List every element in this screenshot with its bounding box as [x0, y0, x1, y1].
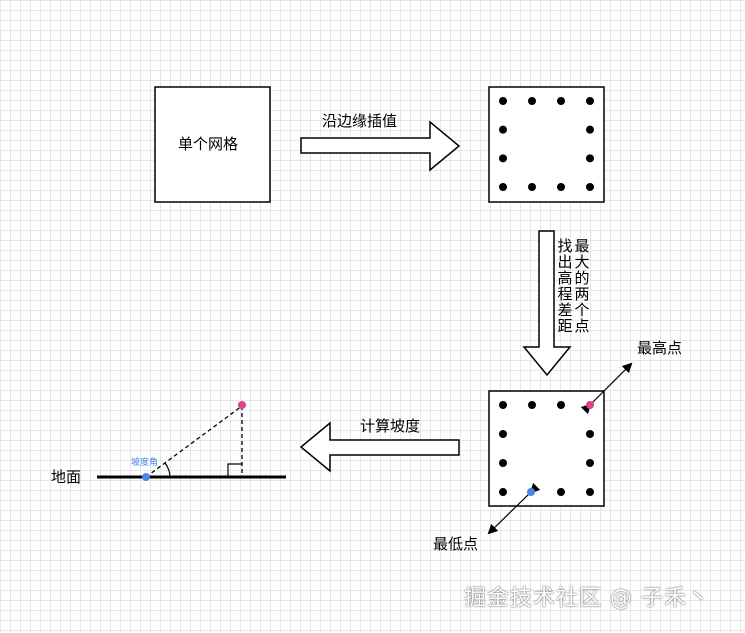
result-grid-box — [488, 390, 605, 507]
result-boundary-points — [499, 401, 594, 496]
single-grid-box — [154, 86, 271, 203]
boundary-point — [557, 488, 565, 496]
highest-point-dot — [586, 401, 594, 409]
compute-slope-arrow — [299, 421, 460, 473]
ground-low-point-dot — [142, 473, 150, 481]
boundary-point — [499, 488, 507, 496]
boundary-point — [499, 430, 507, 438]
slope-angle-label: 坡度角 — [131, 458, 159, 468]
boundary-point — [557, 97, 565, 105]
boundary-point — [586, 430, 594, 438]
find-points-label-col2: 最大的两个点 — [574, 237, 590, 335]
ground-label: 地面 — [51, 468, 82, 486]
boundary-point — [499, 125, 507, 134]
boundary-point — [499, 154, 507, 163]
boundary-point — [499, 459, 507, 467]
boundary-point — [528, 183, 536, 191]
highest-point-label: 最高点 — [637, 339, 683, 357]
single-grid-label: 单个网格 — [178, 135, 239, 153]
find-points-arrow — [522, 230, 572, 377]
boundary-point — [586, 125, 594, 134]
boundary-point — [499, 183, 507, 191]
interpolate-label: 沿边缘插值 — [322, 112, 398, 130]
boundary-point — [586, 97, 594, 105]
find-points-label-col1: 找出高程差距 — [557, 237, 573, 335]
lowest-point-pointer — [487, 482, 541, 535]
highest-point-pointer — [580, 362, 633, 415]
boundary-point — [528, 97, 536, 105]
boundary-point — [586, 459, 594, 467]
ground-high-point-dot — [238, 401, 246, 409]
boundary-point — [557, 183, 565, 191]
interpolate-arrow — [300, 120, 461, 172]
boundary-point — [499, 401, 507, 409]
lowest-point-label: 最低点 — [433, 535, 479, 553]
hypotenuse-line — [145, 405, 243, 478]
right-angle-mark — [227, 463, 242, 477]
lowest-point-dot — [527, 488, 535, 496]
boundary-point — [586, 488, 594, 496]
boundary-point — [528, 401, 536, 409]
compute-slope-label: 计算坡度 — [360, 417, 421, 435]
boundary-point — [586, 183, 594, 191]
boundary-point — [586, 154, 594, 163]
boundary-point — [499, 97, 507, 105]
boundary-point — [557, 401, 565, 409]
boundary-points — [499, 97, 594, 191]
interpolated-grid-box — [488, 86, 605, 203]
slope-angle-arc — [164, 462, 171, 478]
watermark: 掘金技术社区 @ 子禾丶 — [464, 586, 710, 611]
